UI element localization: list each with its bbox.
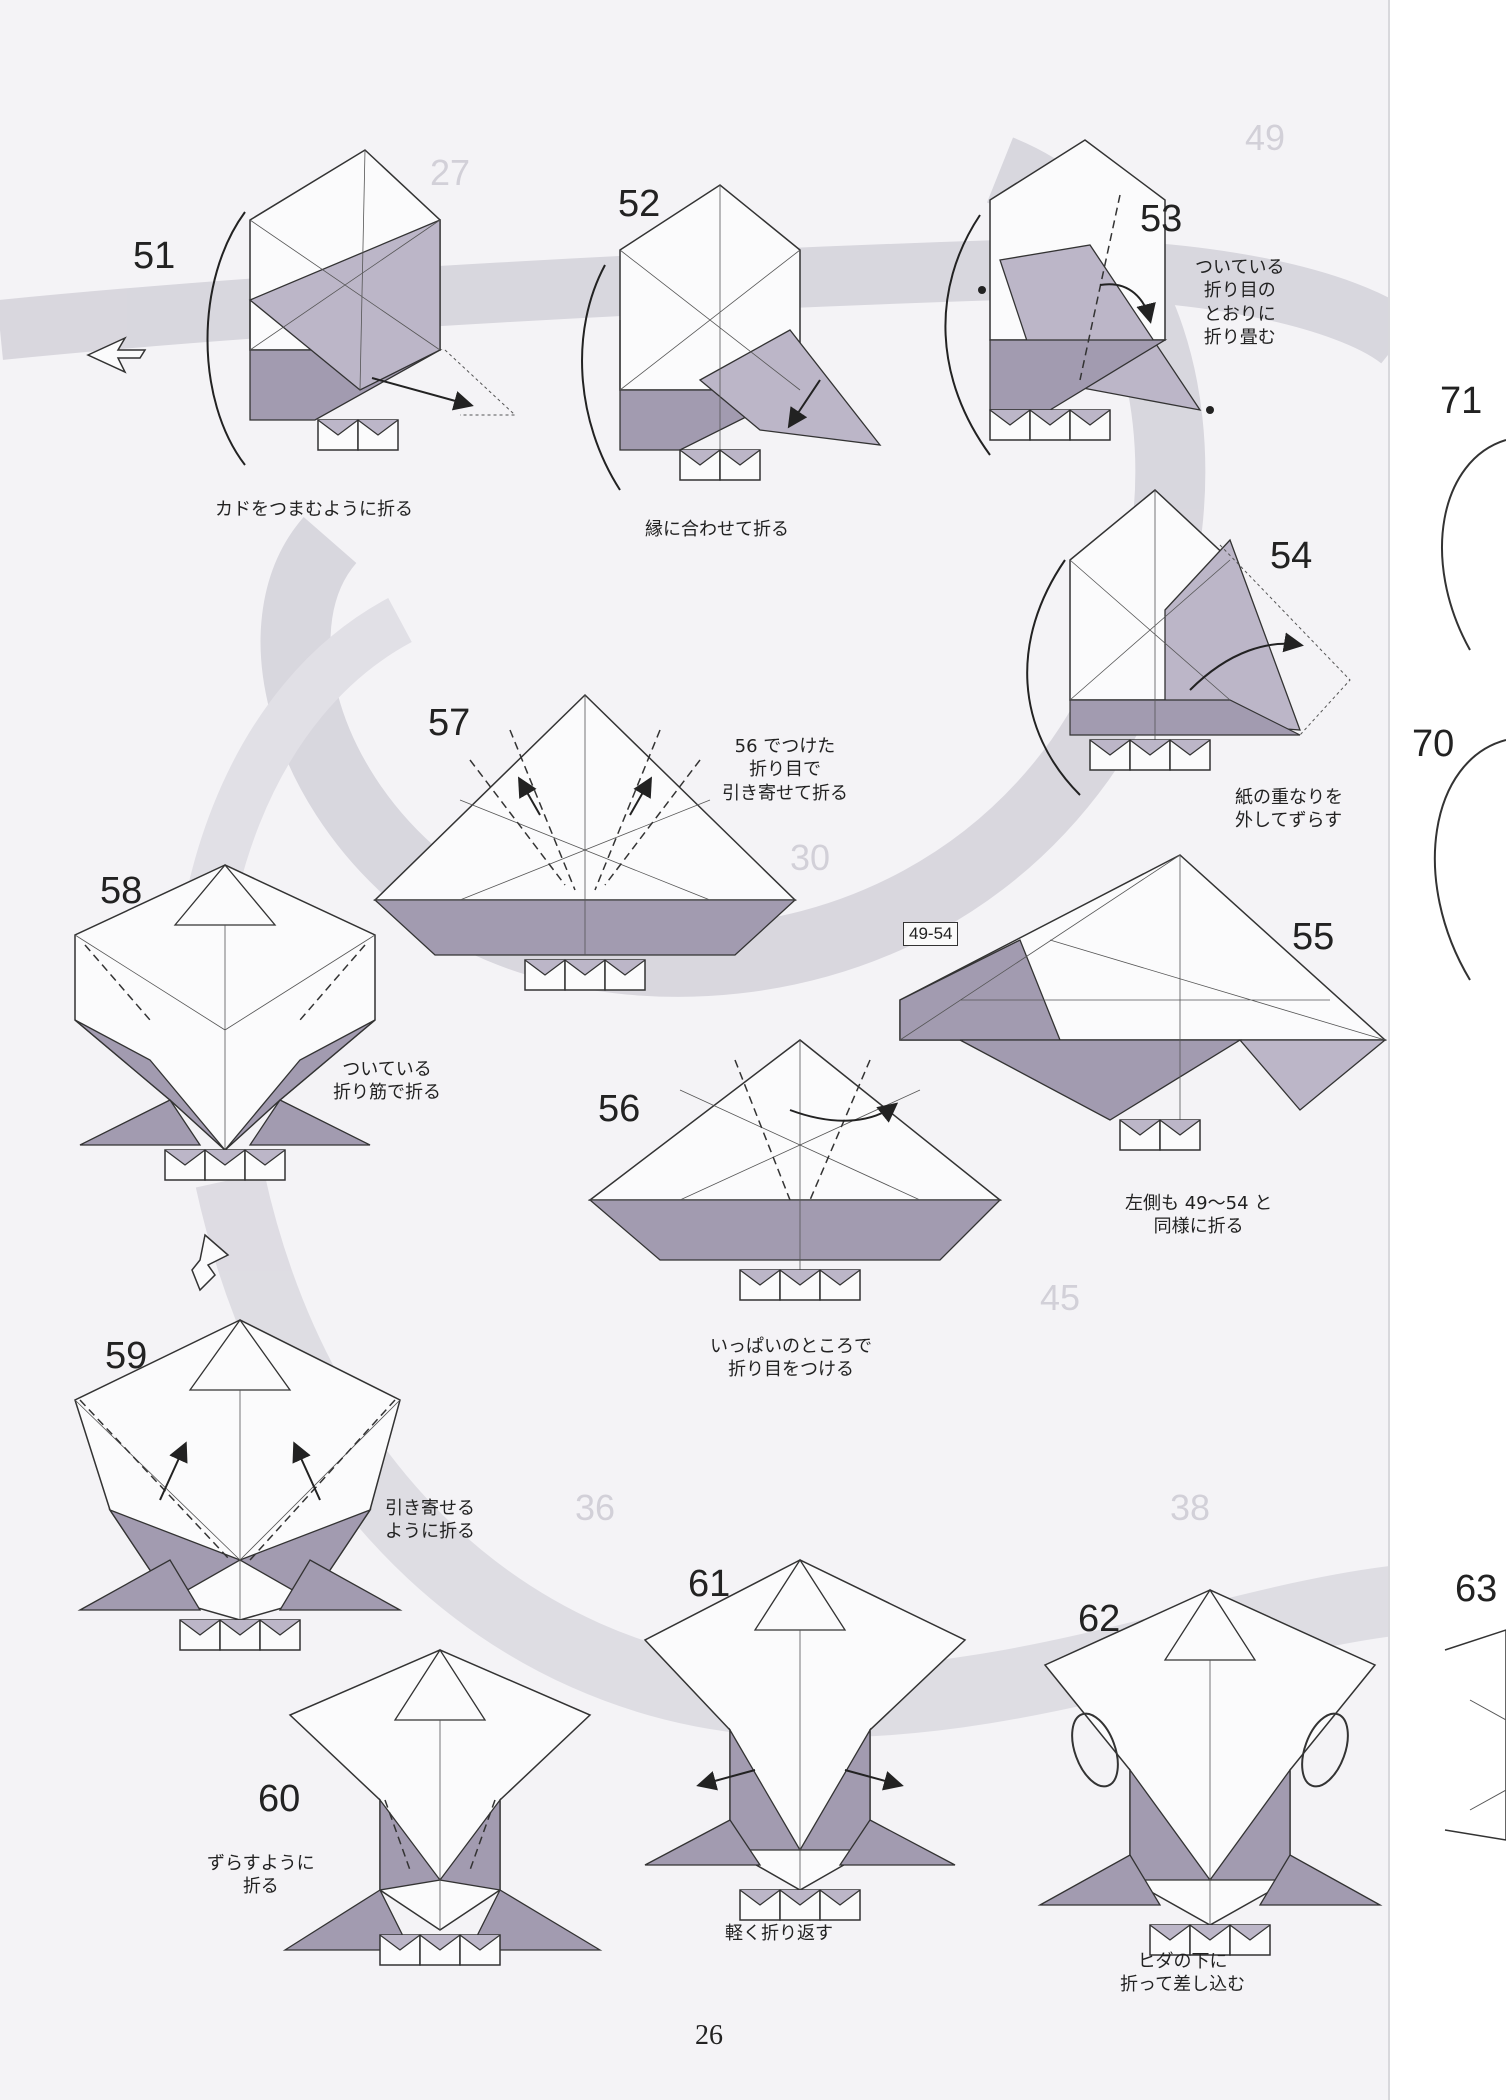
step-number-55: 55: [1292, 918, 1334, 956]
step-number-60: 60: [258, 1780, 300, 1818]
caption-step-53: ついている 折り目の とおりに 折り畳む: [1195, 256, 1284, 350]
caption-step-57: 56 でつけた 折り目で 引き寄せて折る: [722, 735, 848, 805]
step-number-61: 61: [688, 1565, 730, 1603]
caption-step-61: 軽く折り返す: [725, 1922, 833, 1945]
caption-step-54: 紙の重なりを 外してずらす: [1235, 786, 1343, 833]
step-number-71: 71: [1440, 382, 1482, 420]
step-number-54: 54: [1270, 537, 1312, 575]
step-number-52: 52: [618, 185, 660, 223]
caption-step-55: 左側も 49〜54 と 同様に折る: [1125, 1192, 1272, 1239]
reference-box-49-54: 49-54: [903, 922, 958, 946]
caption-step-62: ヒダの下に 折って差し込む: [1120, 1950, 1245, 1997]
caption-step-52: 縁に合わせて折る: [645, 518, 789, 541]
caption-step-59: 引き寄せる ように折る: [385, 1497, 475, 1544]
step-number-53: 53: [1140, 200, 1182, 238]
step-number-63: 63: [1455, 1570, 1497, 1608]
caption-step-51: カドをつまむように折る: [215, 498, 413, 521]
step-number-62: 62: [1078, 1600, 1120, 1638]
step-number-57: 57: [428, 704, 470, 742]
step-number-58: 58: [100, 872, 142, 910]
caption-step-60: ずらすように 折る: [207, 1852, 315, 1899]
step-number-59: 59: [105, 1337, 147, 1375]
caption-step-58: ついている 折り筋で折る: [333, 1058, 441, 1105]
page-number: 26: [695, 2020, 723, 2052]
step-number-51: 51: [133, 237, 175, 275]
caption-step-56: いっぱいのところで 折り目をつける: [710, 1335, 872, 1382]
step-number-56: 56: [598, 1090, 640, 1128]
step-number-70: 70: [1412, 725, 1454, 763]
